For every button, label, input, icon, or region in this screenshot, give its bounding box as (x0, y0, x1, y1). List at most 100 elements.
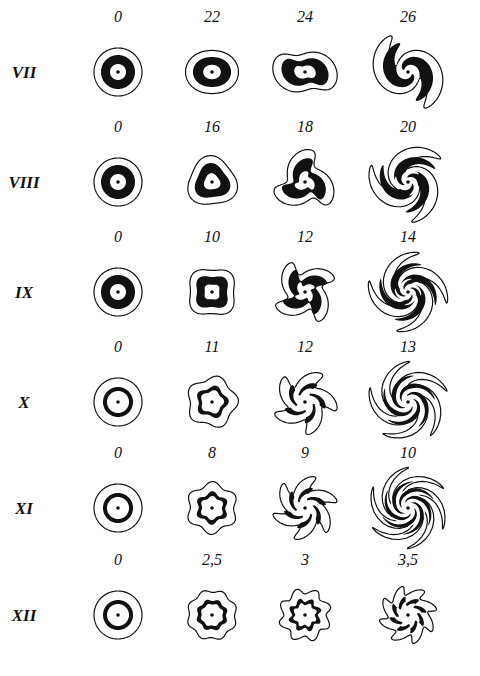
ring-hole (110, 284, 126, 300)
center-dot (406, 400, 410, 404)
center-dot (406, 613, 410, 617)
outer-contour (188, 156, 238, 205)
ring-hole (295, 282, 315, 302)
row-number: VIII (8, 174, 39, 191)
center-dot (210, 400, 214, 404)
ring-core (379, 263, 436, 320)
ring-core (193, 57, 231, 87)
time-label: 18 (297, 119, 313, 135)
vortex-ring (369, 147, 441, 222)
vortex-ring (186, 50, 239, 93)
time-label: 22 (204, 9, 220, 25)
ring-hole (107, 604, 129, 626)
vortex-ring (94, 158, 142, 206)
ring-core (101, 165, 135, 199)
ring-hole (201, 604, 223, 626)
center-dot (303, 506, 307, 510)
time-label: 0 (114, 229, 122, 245)
ring-core (101, 55, 135, 89)
ring-core (197, 491, 227, 525)
vortex-ring (276, 263, 335, 322)
center-dot (303, 290, 307, 294)
ring-core (283, 270, 327, 314)
center-dot (303, 70, 307, 74)
ring-hole (203, 65, 221, 79)
vortex-ring (369, 361, 447, 438)
vortex-ring (94, 268, 142, 316)
outer-contour (279, 589, 330, 640)
vortex-ring (188, 156, 238, 205)
outer-contour (94, 484, 142, 532)
vortex-ring (368, 252, 447, 331)
ring-hole (390, 383, 426, 418)
outer-contour (188, 482, 236, 535)
outer-contour (94, 158, 142, 206)
vortex-ring (94, 484, 142, 532)
ring-core (281, 58, 328, 86)
ring-core (380, 157, 435, 212)
vortex-ring (188, 591, 236, 639)
center-dot (116, 290, 120, 294)
time-label: 9 (301, 445, 309, 461)
ring-core (284, 488, 326, 528)
center-dot (303, 613, 307, 617)
ring-core (103, 600, 133, 630)
center-dot (210, 506, 214, 510)
ring-core (285, 383, 326, 423)
outer-contour (94, 591, 142, 639)
center-dot (406, 70, 410, 74)
time-label: 12 (297, 229, 313, 245)
outer-contour (368, 252, 447, 331)
center-dot (116, 506, 120, 510)
time-label: 26 (400, 9, 416, 25)
ring-core (383, 43, 433, 101)
ring-hole (107, 497, 129, 519)
vortex-ring (188, 376, 238, 427)
ring-hole (391, 489, 425, 526)
outer-contour (276, 263, 335, 322)
time-label: 13 (400, 339, 416, 355)
ring-hole (396, 60, 419, 84)
outer-contour (186, 50, 239, 93)
time-label: 10 (204, 229, 220, 245)
outer-contour (373, 36, 443, 108)
ring-hole (395, 602, 421, 628)
ring-core (103, 493, 133, 523)
ring-hole (204, 173, 221, 189)
ring-core (383, 482, 434, 535)
center-dot (303, 400, 307, 404)
outer-contour (273, 477, 337, 540)
center-dot (210, 180, 214, 184)
outer-contour (94, 268, 142, 316)
center-dot (210, 290, 214, 294)
row-number: X (18, 394, 29, 411)
time-label: 20 (400, 119, 416, 135)
ring-hole (291, 389, 320, 417)
outer-contour (188, 376, 238, 427)
outer-contour (380, 587, 437, 644)
time-label: 3,5 (398, 552, 418, 568)
vortex-ring (274, 150, 334, 206)
outer-contour (369, 147, 441, 222)
time-label: 16 (204, 119, 220, 135)
ring-core (383, 376, 434, 427)
vortex-ring (380, 587, 437, 644)
ring-core (103, 387, 133, 417)
ring-hole (205, 285, 220, 300)
outer-contour (274, 150, 334, 206)
time-label: 0 (114, 119, 122, 135)
vortex-ring (94, 48, 142, 96)
row-number: IX (15, 284, 33, 301)
center-dot (210, 613, 214, 617)
center-dot (210, 70, 214, 74)
time-label: 8 (208, 445, 216, 461)
center-dot (116, 613, 120, 617)
row-number: XII (12, 607, 37, 624)
center-dot (406, 180, 410, 184)
outer-contour (94, 378, 142, 426)
ring-hole (293, 603, 317, 627)
ring-core (195, 163, 231, 198)
ring-core (197, 386, 229, 418)
